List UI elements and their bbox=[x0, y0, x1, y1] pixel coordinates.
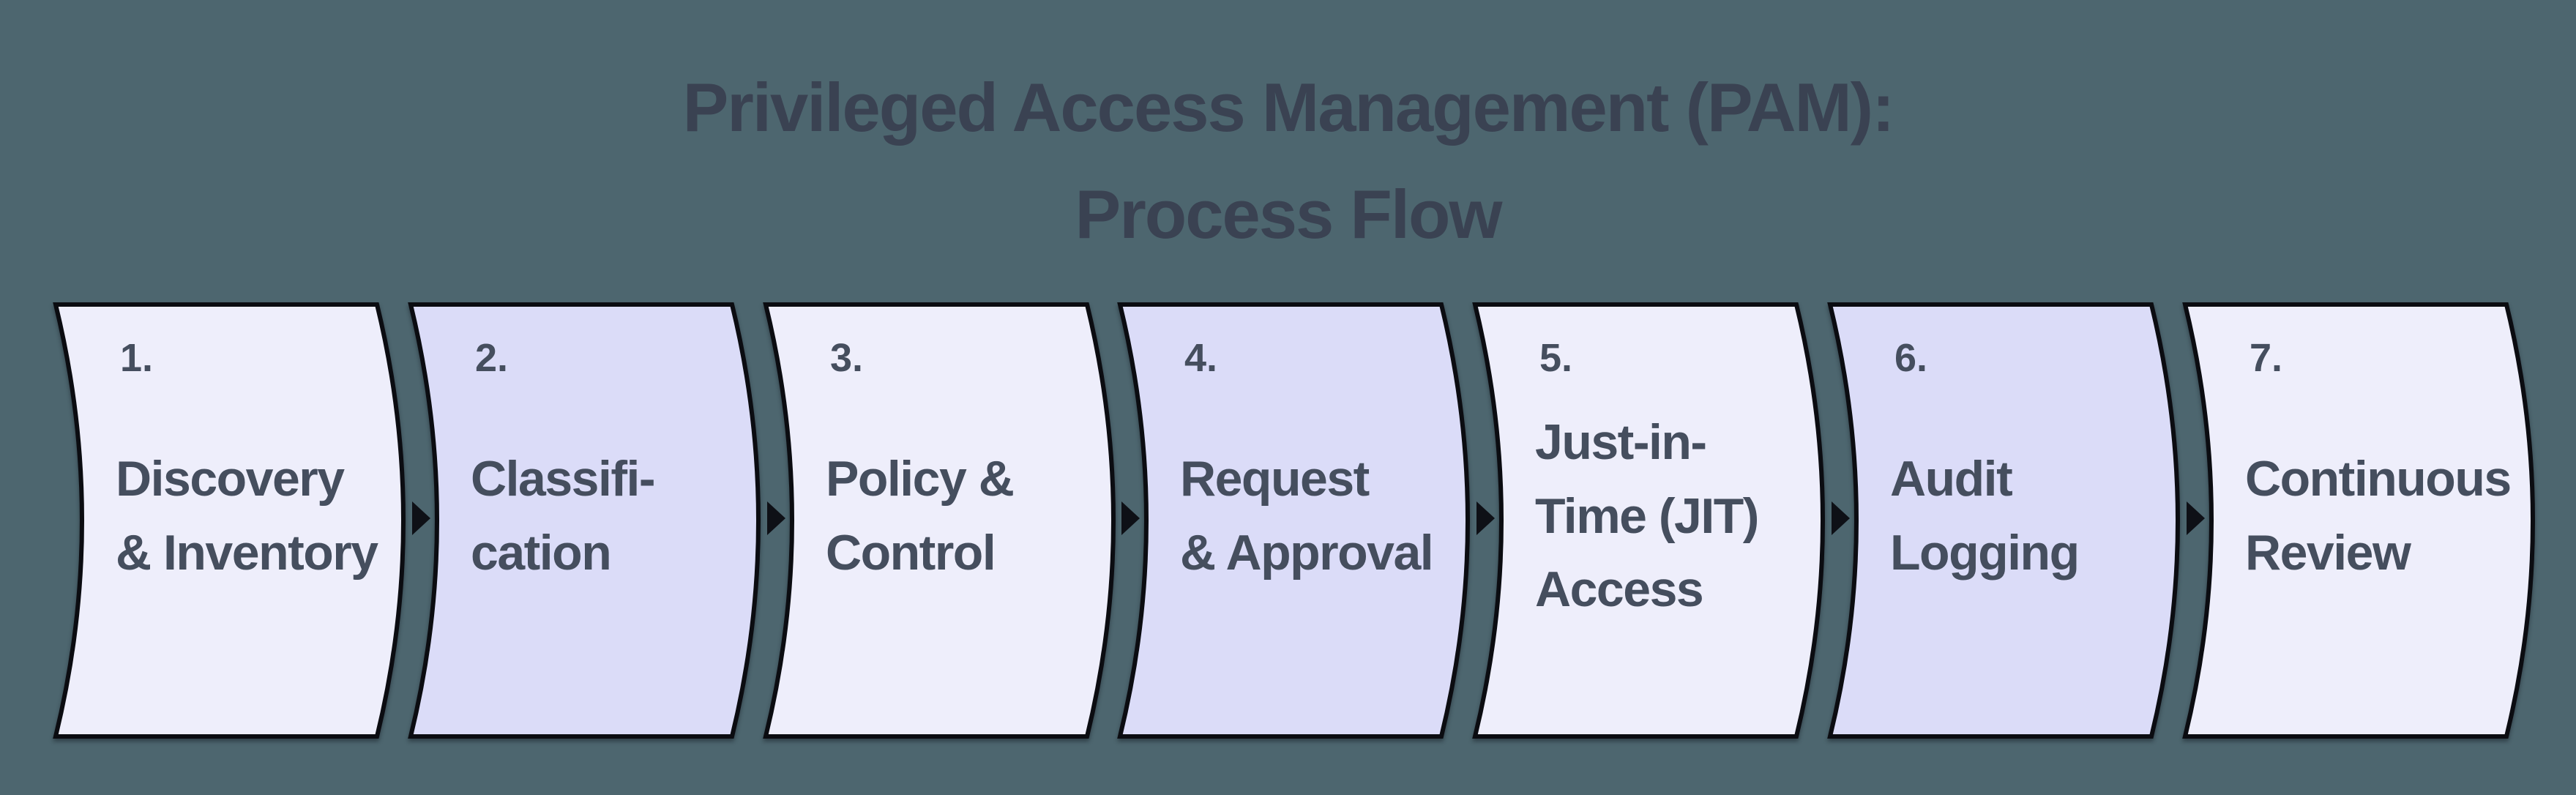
step-label: Classifi- cation bbox=[471, 451, 656, 581]
flag-shape bbox=[763, 302, 1116, 739]
step-number: 1. bbox=[120, 336, 154, 380]
step-number: 6. bbox=[1894, 336, 1928, 380]
right-triangle-arrow-icon bbox=[1832, 501, 1850, 535]
step-card-4: 4. Request & Approval bbox=[1117, 302, 1470, 739]
right-triangle-arrow-icon bbox=[412, 501, 430, 535]
flag-shape bbox=[1117, 302, 1470, 739]
title-line-2: Process Flow bbox=[1075, 175, 1503, 253]
flag-shape bbox=[1472, 302, 1825, 739]
right-triangle-arrow-icon bbox=[1476, 501, 1495, 535]
diagram-title: Privileged Access Management (PAM): Proc… bbox=[0, 54, 2576, 267]
right-triangle-arrow-icon bbox=[767, 501, 785, 535]
right-triangle-arrow-icon bbox=[2187, 501, 2205, 535]
step-label: Continuous Review bbox=[2245, 451, 2512, 581]
step-card-2: 2. Classifi- cation bbox=[408, 302, 761, 739]
step-label: Policy & Control bbox=[826, 451, 1015, 581]
step-label: Request & Approval bbox=[1180, 451, 1434, 581]
step-card-1: 1. Discovery & Inventory bbox=[53, 302, 406, 739]
step-number: 2. bbox=[475, 336, 509, 380]
step-card-6: 6. Audit Logging bbox=[1827, 302, 2180, 739]
step-card-7: 7. Continuous Review bbox=[2182, 302, 2535, 739]
step-label: Audit Logging bbox=[1890, 451, 2080, 581]
step-number: 4. bbox=[1184, 336, 1218, 380]
step-label: Just-in- Time (JIT) Access bbox=[1535, 414, 1759, 618]
flag-shape bbox=[2182, 302, 2535, 739]
flag-shape bbox=[1827, 302, 2180, 739]
step-number: 3. bbox=[830, 336, 864, 380]
flag-shape bbox=[53, 302, 406, 739]
step-number: 5. bbox=[1539, 336, 1573, 380]
step-card-5: 5. Just-in- Time (JIT) Access bbox=[1472, 302, 1825, 739]
step-label: Discovery & Inventory bbox=[116, 451, 378, 581]
step-number: 7. bbox=[2250, 336, 2283, 380]
title-line-1: Privileged Access Management (PAM): bbox=[682, 69, 1895, 146]
flag-shape bbox=[408, 302, 761, 739]
step-card-3: 3. Policy & Control bbox=[763, 302, 1116, 739]
right-triangle-arrow-icon bbox=[1121, 501, 1140, 535]
